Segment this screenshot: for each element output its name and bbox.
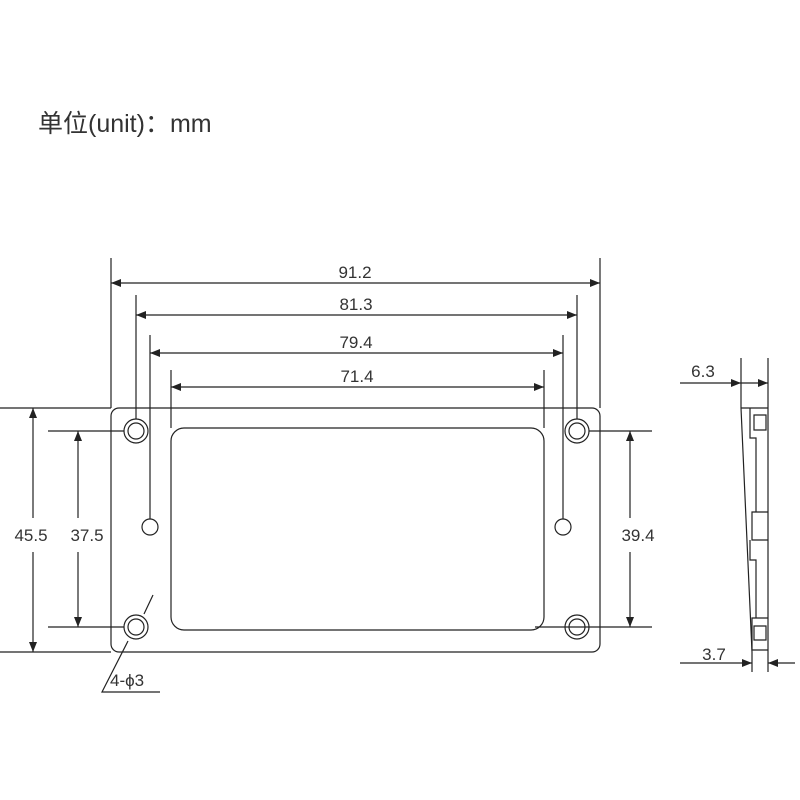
dim-37-5: 37.5	[70, 526, 103, 545]
dim-45-5: 45.5	[14, 526, 47, 545]
dim-39-4: 39.4	[621, 526, 654, 545]
front-view	[110, 407, 601, 653]
dimension-lines	[0, 258, 652, 693]
dim-71-4: 71.4	[340, 367, 373, 386]
dim-6-3: 6.3	[691, 362, 715, 381]
dim-79-4: 79.4	[339, 333, 372, 352]
dim-91-2: 91.2	[338, 263, 371, 282]
side-view	[680, 358, 795, 672]
dim-81-3: 81.3	[339, 295, 372, 314]
pickup-window	[170, 427, 545, 631]
hole-callout: 4-ϕ3	[110, 671, 144, 690]
small-holes	[141, 518, 572, 536]
dimension-labels: 91.2 81.3 79.4 71.4 45.5 37.5 39.4 4-ϕ3 …	[14, 263, 725, 690]
plate-outline	[110, 407, 601, 653]
unit-label: 单位(unit)：mm	[38, 110, 212, 138]
mount-holes	[123, 418, 590, 640]
dim-3-7: 3.7	[702, 645, 726, 664]
